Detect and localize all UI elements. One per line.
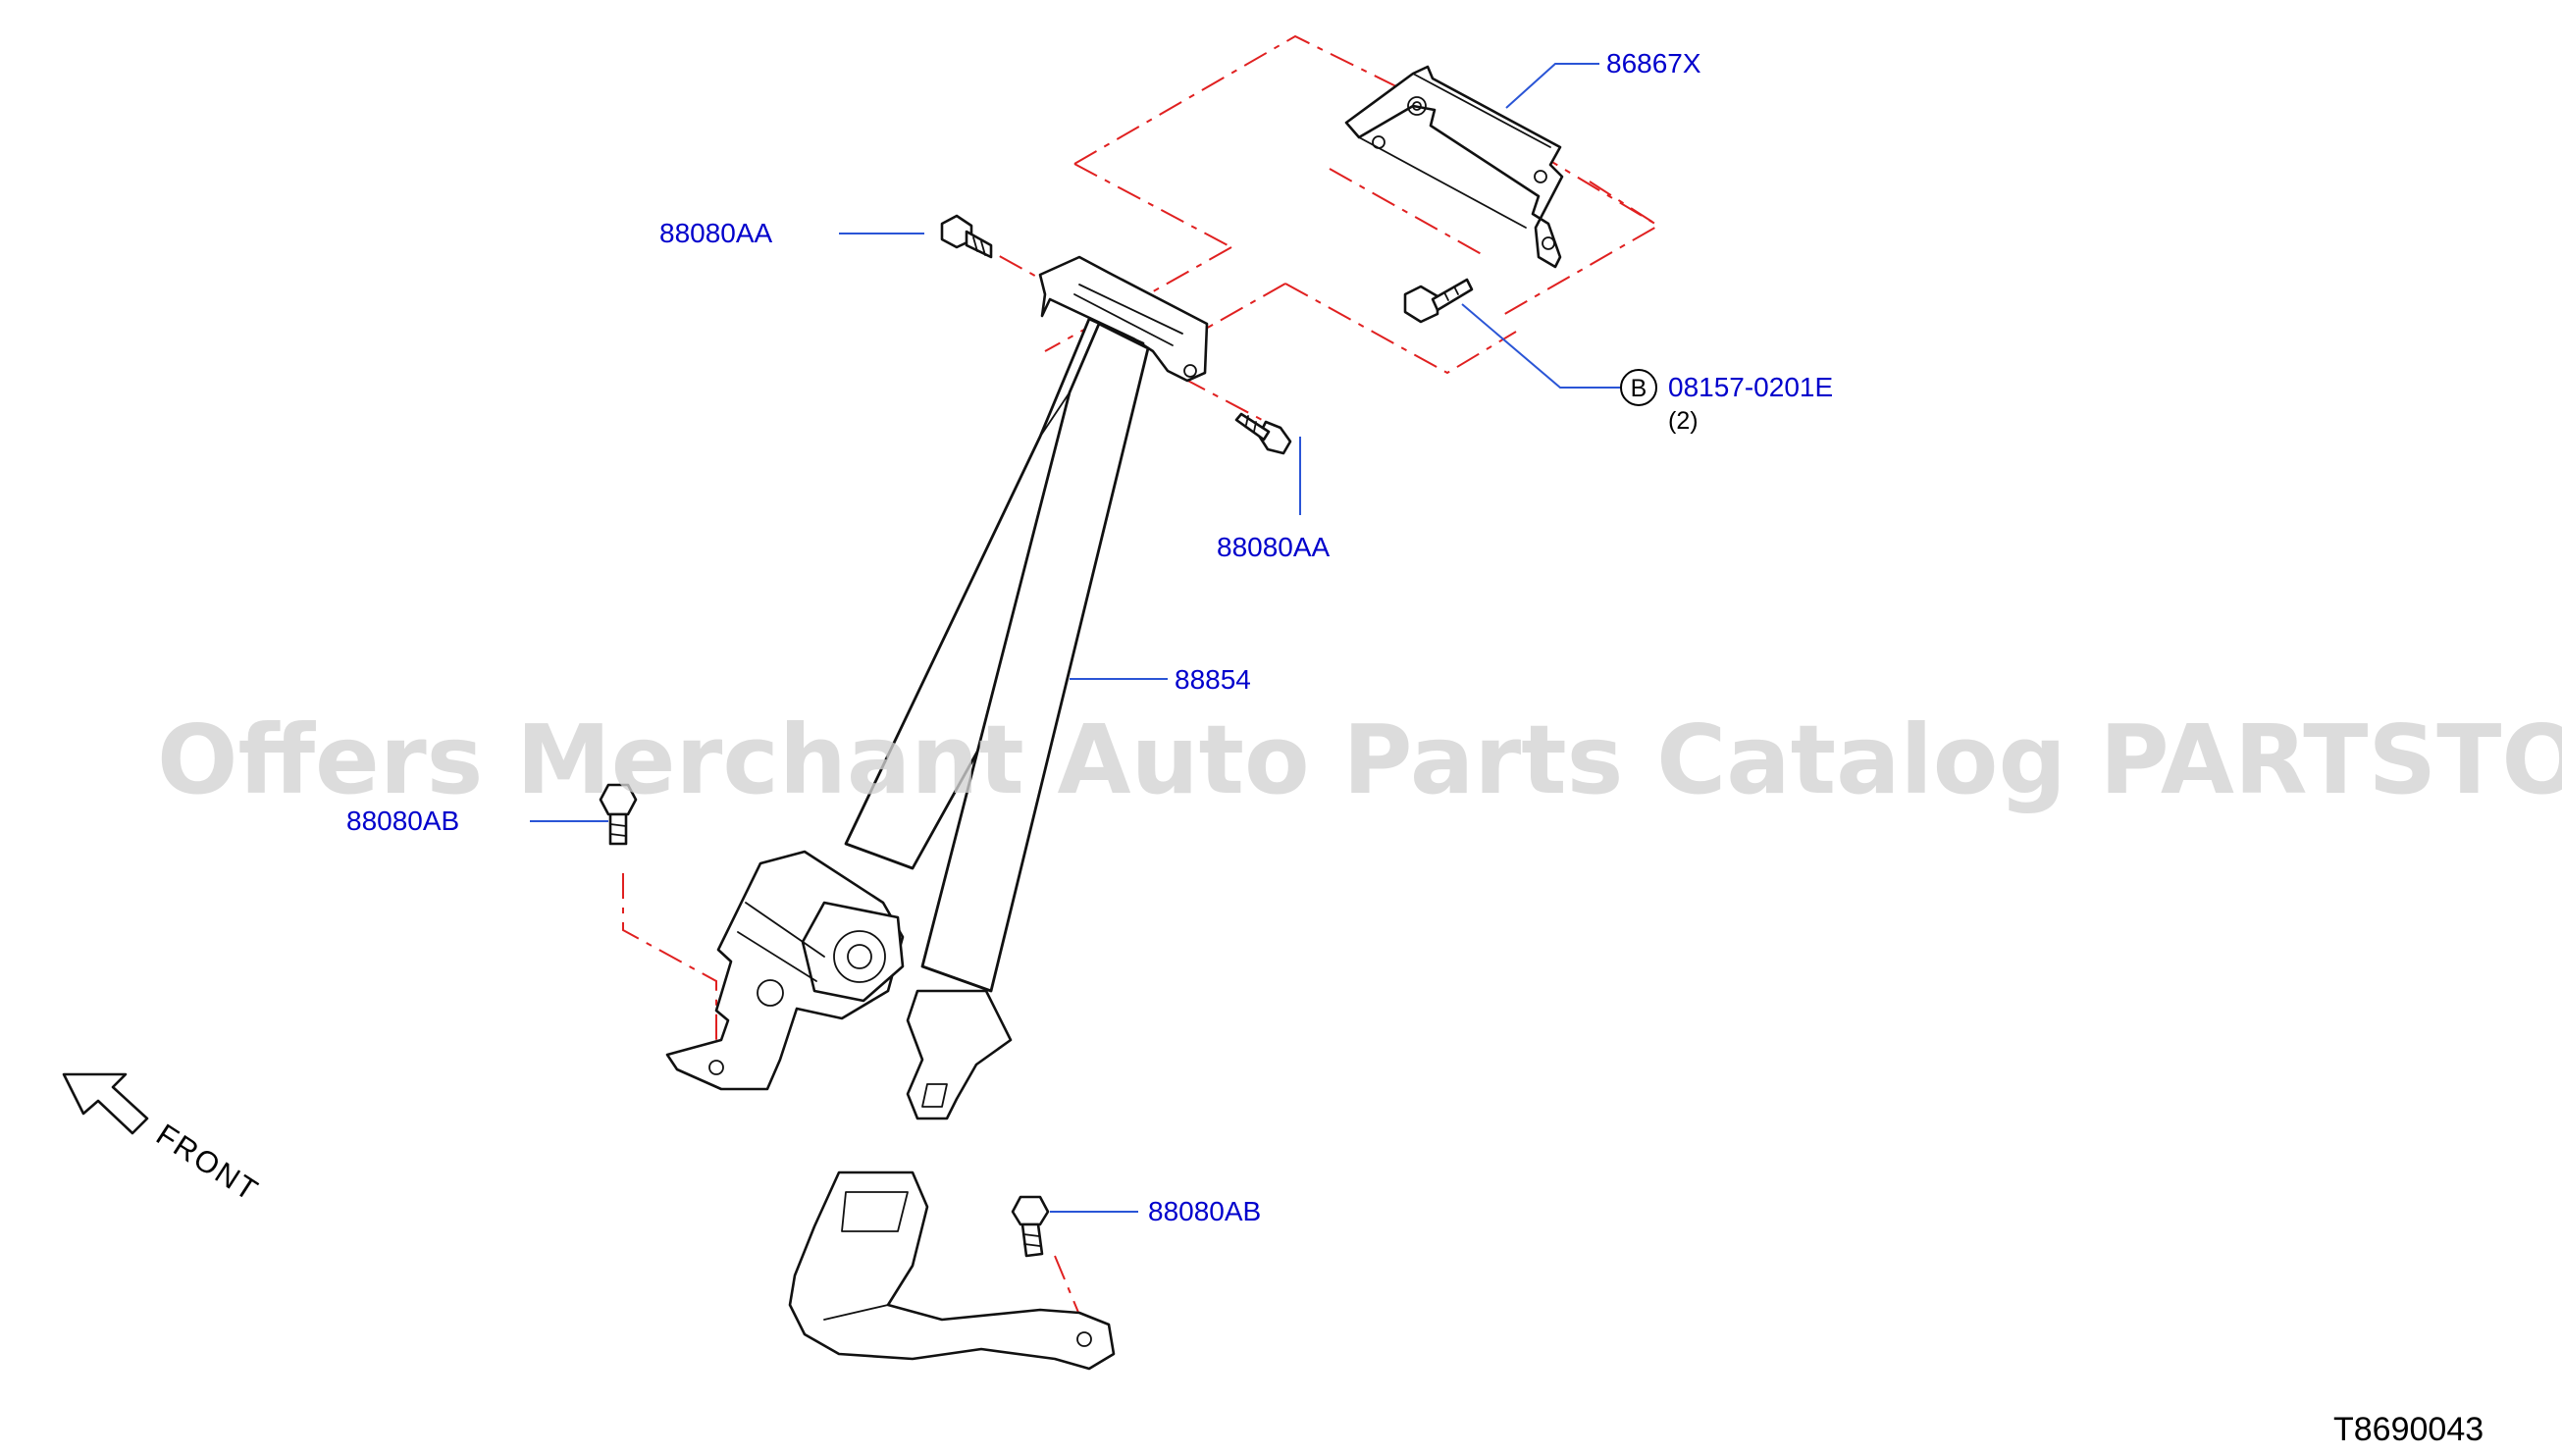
tongue-plate (906, 989, 1013, 1120)
watermark-text: Offers Merchant Auto Parts Catalog PARTS… (157, 704, 2562, 815)
b-letter: B (1631, 375, 1647, 402)
callout-88854: 88854 (1175, 664, 1251, 695)
callout-08157-0201e: 08157-0201E (1668, 372, 1833, 402)
callout-88080ab-left: 88080AB (346, 806, 459, 836)
callout-86867x: 86867X (1606, 48, 1701, 78)
belt-upper-anchor (1038, 255, 1209, 383)
leader-lines (530, 63, 1624, 1213)
upper-anchor-bracket (1344, 65, 1564, 269)
bolt-upper-left (940, 214, 993, 259)
bolt-upper-right (1234, 412, 1292, 455)
retractor (665, 850, 905, 1091)
drawing-number: T8690043 (2333, 1411, 2484, 1448)
callout-88080aa-upper: 88080AA (659, 218, 773, 248)
front-direction-arrow (62, 1072, 149, 1135)
installation-dashed-lines (622, 34, 1660, 1316)
callout-08157-qty: (2) (1668, 407, 1699, 435)
callout-b-marker: B (1620, 369, 1657, 406)
callout-88080aa-lower: 88080AA (1217, 532, 1331, 562)
front-label: FRONT (150, 1118, 265, 1209)
bolt-b (1403, 278, 1474, 324)
callout-88080ab-buckle: 88080AB (1148, 1196, 1261, 1226)
bolt-lower-left (599, 783, 638, 846)
bolt-buckle (1011, 1195, 1050, 1258)
buckle-assembly (788, 1170, 1116, 1371)
belt-webbing (844, 317, 1150, 993)
